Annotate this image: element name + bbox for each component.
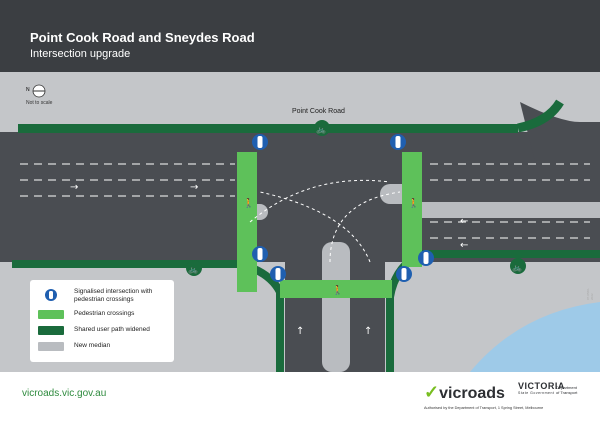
intersection-map: → → ← ← ↑ ↑ 🚶 🚶 🚶 🚲 🚲 🚲 — [0, 72, 600, 372]
traffic-signal-icon — [390, 134, 406, 150]
legend: Signalised intersection with pedestrian … — [30, 280, 174, 362]
svg-text:🚶: 🚶 — [408, 197, 419, 209]
brand-name: vicroads — [439, 385, 505, 402]
legend-label: Signalised intersection with pedestrian … — [74, 288, 153, 303]
legend-swatch — [38, 310, 64, 319]
pedestrian-crossing-east — [402, 152, 422, 267]
pedestrian-icon: 🚶 — [240, 195, 254, 209]
pedestrian-icon: 🚶 — [329, 282, 343, 296]
victoria-wordmark: VICTORIA — [518, 381, 565, 391]
reference-code: 07-0560-2022 — [586, 287, 594, 300]
svg-text:🚲: 🚲 — [512, 263, 522, 272]
authorisation-note: Authorised by the Department of Transpor… — [424, 406, 544, 410]
traffic-signal-icon — [418, 250, 434, 266]
turn-path — [259, 191, 371, 263]
svg-text:🚶: 🚶 — [332, 284, 343, 296]
page-subtitle: Intersection upgrade — [30, 48, 131, 60]
shared-path-north-curve — [517, 99, 564, 133]
svg-text:🚲: 🚲 — [188, 265, 198, 274]
svg-text:🚶: 🚶 — [243, 197, 254, 209]
lane-arrow: ↑ — [364, 326, 372, 337]
dept-line-1: Department — [556, 385, 577, 390]
bicycle-pedestrian-icon: 🚲 — [186, 260, 202, 276]
lane-arrow: ↑ — [296, 326, 304, 337]
legend-label: Pedestrian crossings — [74, 310, 135, 317]
point-cook-road — [0, 132, 600, 262]
bicycle-pedestrian-icon: 🚲 — [314, 120, 330, 136]
victoria-sub: State Government — [518, 391, 555, 395]
svg-text:🚲: 🚲 — [316, 125, 326, 134]
turn-path — [249, 179, 391, 223]
lane-arrow: → — [190, 182, 198, 193]
north-arrow-icon: N — [26, 84, 48, 103]
legend-swatch — [38, 326, 64, 335]
shared-path-north — [18, 124, 518, 133]
lane-arrow: ← — [460, 216, 468, 227]
traffic-signal-icon — [396, 266, 412, 282]
dept-line-2: of Transport — [556, 390, 578, 395]
legend-label: Shared user path widened — [74, 326, 150, 333]
road-name-label: Point Cook Road — [292, 108, 345, 115]
north-label: N — [26, 87, 30, 93]
traffic-signal-icon — [45, 289, 57, 301]
traffic-signal-icon — [252, 246, 268, 262]
median-strip-east — [420, 202, 600, 218]
pedestrian-crossing-west — [237, 152, 257, 292]
scale-note: Not to scale — [26, 100, 53, 106]
lane-arrow: ← — [460, 240, 468, 251]
traffic-signal-icon — [252, 134, 268, 150]
page-title: Point Cook Road and Sneydes Road — [30, 30, 255, 45]
legend-swatch — [38, 342, 64, 351]
new-median-south — [322, 242, 350, 372]
website-link[interactable]: vicroads.vic.gov.au — [22, 388, 107, 399]
header: Point Cook Road and Sneydes Road Interse… — [0, 0, 600, 72]
turn-path — [329, 191, 401, 263]
pedestrian-icon: 🚶 — [405, 195, 419, 209]
legend-label: New median — [74, 342, 111, 349]
lane-arrow: → — [70, 182, 78, 193]
water-area — [470, 302, 600, 372]
traffic-signal-icon — [270, 266, 286, 282]
vicroads-tick-icon: ✓ — [424, 382, 440, 402]
vicroads-logo: ✓vicroads — [424, 382, 505, 403]
bicycle-pedestrian-icon: 🚲 — [510, 258, 526, 274]
